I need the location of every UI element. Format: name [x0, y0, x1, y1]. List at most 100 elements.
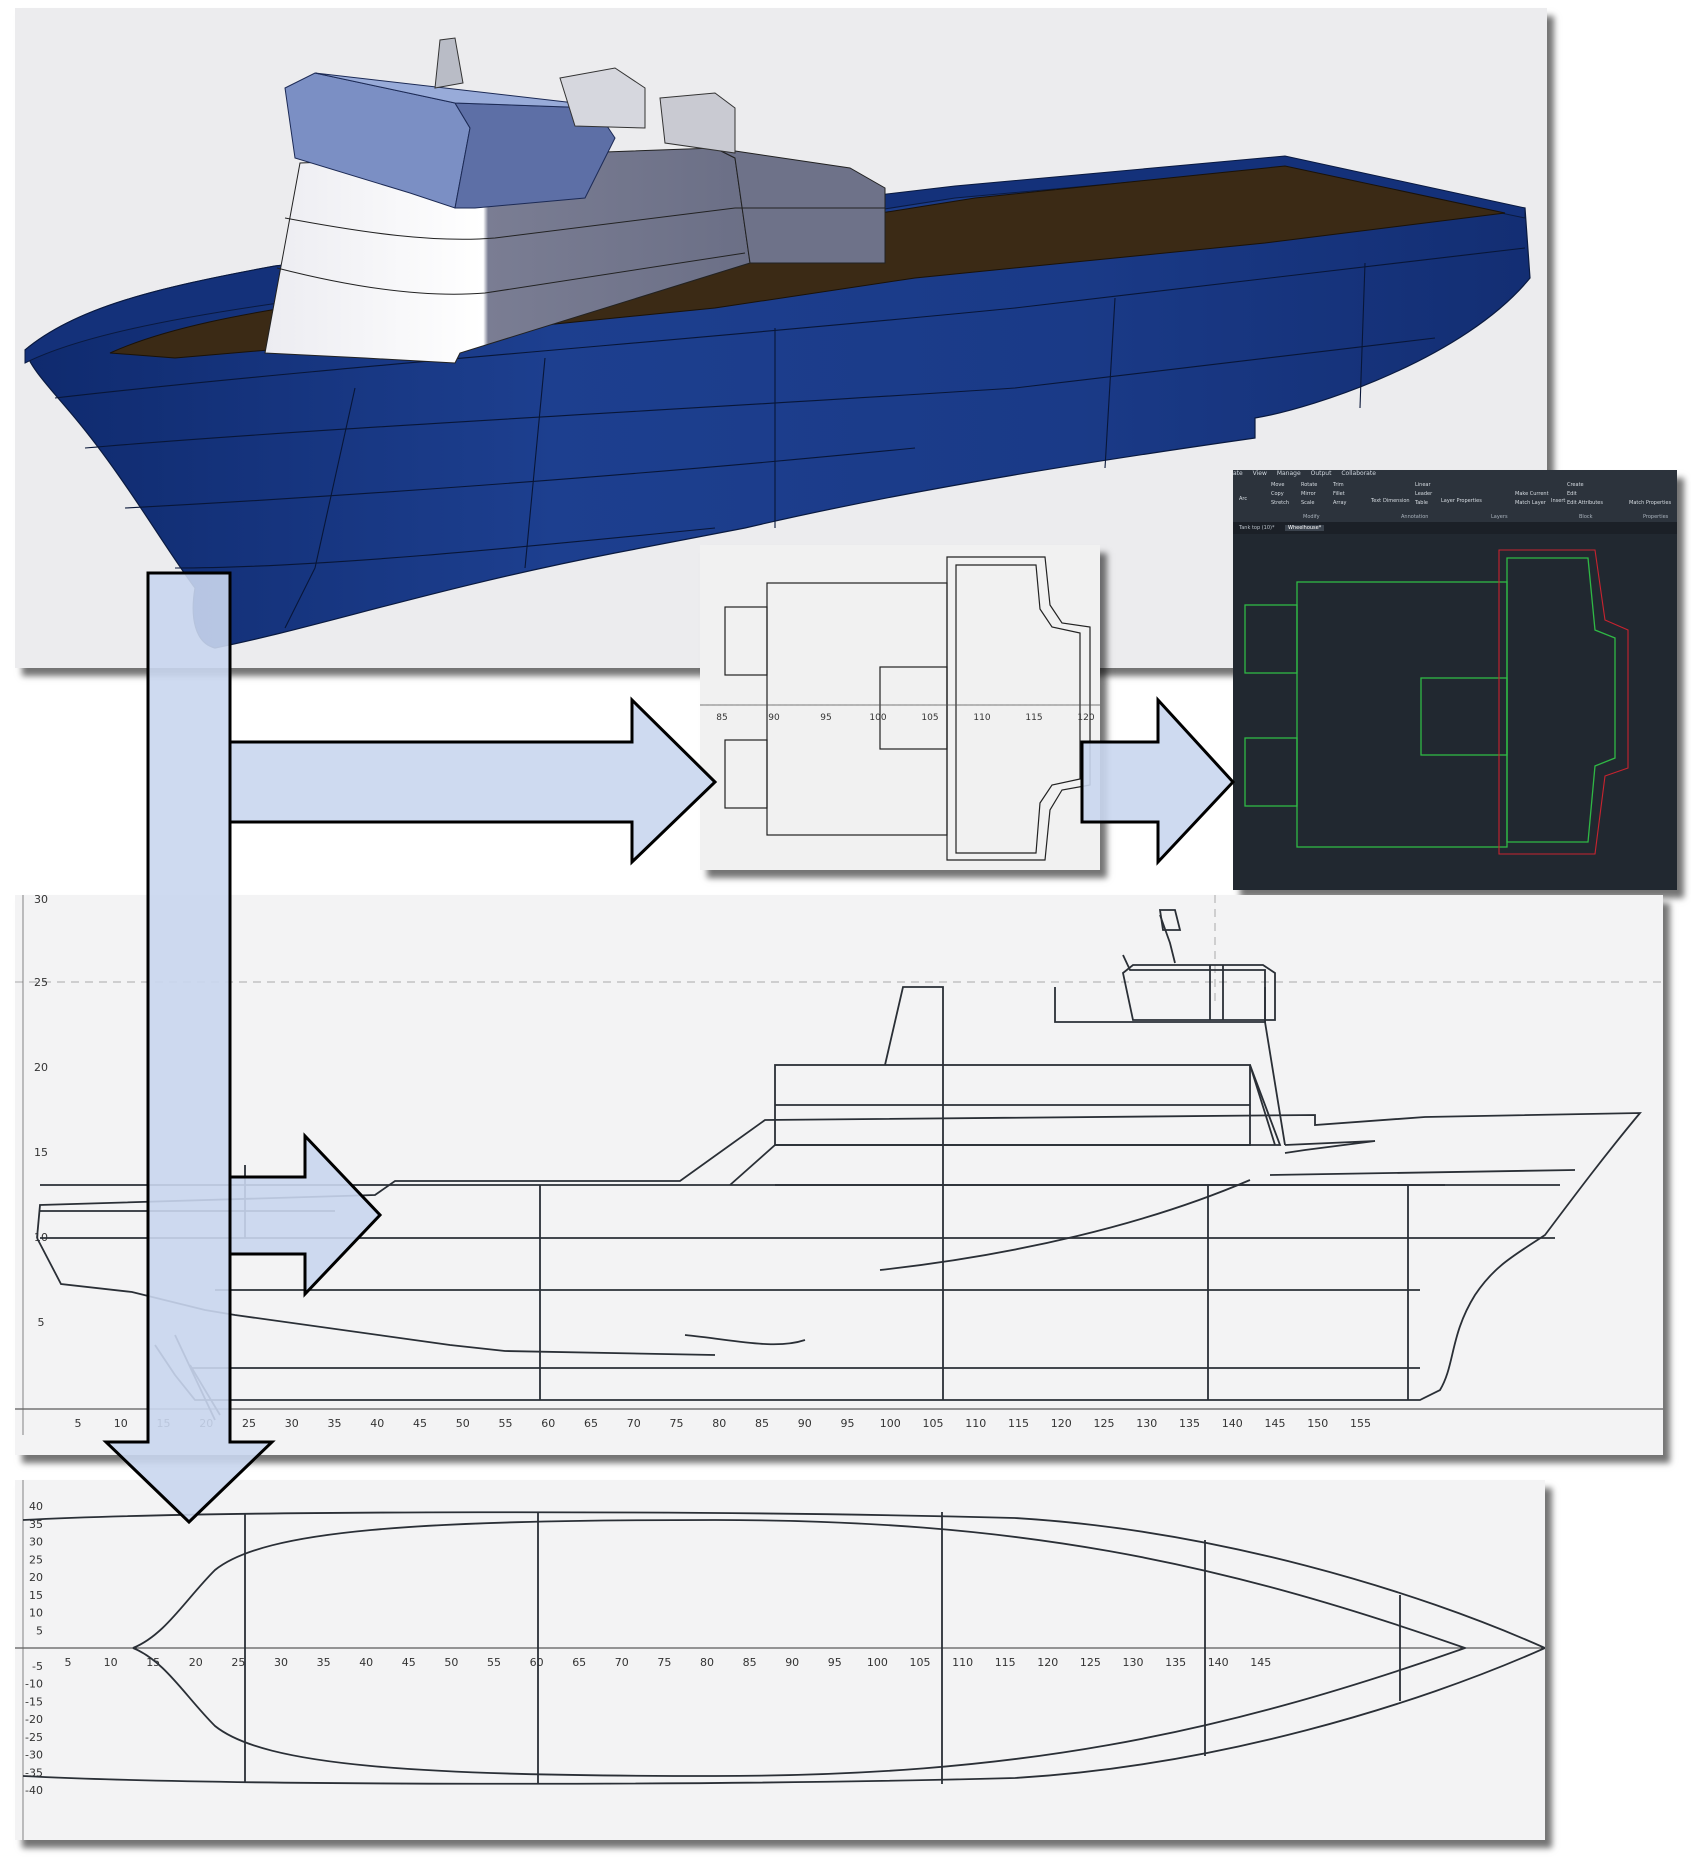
top-tick-label: 85: [716, 713, 727, 723]
array-button[interactable]: Array: [1333, 500, 1347, 506]
funnel-1: [559, 67, 646, 129]
funnel-2: [659, 92, 736, 154]
axis-tick-label: -25: [25, 1731, 43, 1744]
axis-tick-label: 10: [29, 1607, 43, 1620]
axis-tick-label: 95: [841, 1417, 855, 1430]
axis-tick-label: -10: [25, 1678, 43, 1691]
table-button[interactable]: Table: [1415, 500, 1428, 506]
side-y-tick: 25: [34, 976, 48, 989]
copy-button[interactable]: Copy: [1271, 491, 1284, 497]
mirror-button[interactable]: Mirror: [1301, 491, 1316, 497]
linear-button[interactable]: Linear: [1415, 482, 1431, 488]
side-y-tick: 5: [38, 1316, 45, 1329]
axis-tick-label: -15: [25, 1695, 43, 1708]
match-layer-button[interactable]: Match Layer: [1515, 500, 1546, 506]
axis-tick-label: -5: [32, 1660, 43, 1673]
axis-tick-label: 140: [1208, 1656, 1229, 1669]
ship-3d-model-panel: [15, 8, 1547, 668]
axis-tick-label: 60: [541, 1417, 555, 1430]
menu-item[interactable]: Collaborate: [1341, 470, 1376, 477]
cad-file-tabs: Tank top (10)* Wheelhouse*: [1233, 522, 1677, 534]
scale-button[interactable]: Scale: [1301, 500, 1315, 506]
menu-item[interactable]: Manage: [1276, 470, 1301, 477]
axis-tick-label: 130: [1136, 1417, 1157, 1430]
cad-menu-bar: ate View Manage Output Collaborate: [1233, 470, 1384, 480]
menu-item[interactable]: ate: [1233, 470, 1243, 477]
axis-tick-label: 10: [114, 1417, 128, 1430]
axis-tick-label: 105: [923, 1417, 944, 1430]
axis-tick-label: 30: [29, 1536, 43, 1549]
group-label: Properties: [1643, 514, 1669, 520]
file-tab-active[interactable]: Wheelhouse*: [1285, 525, 1325, 531]
axis-tick-label: 115: [1008, 1417, 1029, 1430]
side-y-axis: 30 25 20 15 10 5: [34, 895, 48, 1329]
menu-item[interactable]: Output: [1310, 470, 1332, 477]
axis-tick-label: 150: [1307, 1417, 1328, 1430]
side-y-tick: 15: [34, 1146, 48, 1159]
top-tick-label: 120: [1077, 713, 1094, 723]
group-label: Modify: [1303, 514, 1320, 520]
axis-tick-label: 5: [65, 1656, 72, 1669]
axis-tick-label: 15: [29, 1589, 43, 1602]
layer-properties-button[interactable]: Layer Properties: [1441, 498, 1482, 504]
edit-button[interactable]: Edit: [1567, 491, 1577, 497]
axis-tick-label: 155: [1350, 1417, 1371, 1430]
cad-ribbon: ate View Manage Output Collaborate Arc M…: [1233, 470, 1677, 522]
axis-tick-label: 30: [274, 1656, 288, 1669]
axis-tick-label: 100: [880, 1417, 901, 1430]
axis-tick-label: 85: [755, 1417, 769, 1430]
make-current-button[interactable]: Make Current: [1515, 491, 1549, 497]
top-tick-label: 95: [820, 713, 831, 723]
mast: [434, 37, 464, 89]
axis-tick-label: 100: [867, 1656, 888, 1669]
group-label: Block: [1579, 514, 1593, 520]
axis-tick-label: 80: [700, 1656, 714, 1669]
rotate-button[interactable]: Rotate: [1301, 482, 1318, 488]
wheelhouse-top-view: 85 90 95 100 105 110 115 120: [700, 556, 1100, 861]
create-button[interactable]: Create: [1567, 482, 1584, 488]
axis-tick-label: 120: [1051, 1417, 1072, 1430]
axis-tick-label: 5: [75, 1417, 82, 1430]
top-tick-label: 90: [768, 713, 780, 723]
trim-button[interactable]: Trim: [1333, 482, 1344, 488]
leader-button[interactable]: Leader: [1415, 491, 1433, 497]
axis-tick-label: 110: [965, 1417, 986, 1430]
insert-button[interactable]: Insert: [1551, 498, 1566, 504]
group-label: Annotation: [1401, 514, 1429, 520]
superstructure-seams: [276, 207, 885, 295]
axis-tick-label: 50: [444, 1656, 458, 1669]
axis-tick-label: -40: [25, 1784, 43, 1797]
axis-tick-label: 115: [995, 1656, 1016, 1669]
dimension-button[interactable]: Dimension: [1383, 498, 1410, 504]
axis-tick-label: 20: [29, 1571, 43, 1584]
fillet-button[interactable]: Fillet: [1333, 491, 1345, 497]
axis-tick-label: 25: [242, 1417, 256, 1430]
arc-button[interactable]: Arc: [1239, 496, 1248, 502]
axis-tick-label: 130: [1123, 1656, 1144, 1669]
axis-tick-label: 145: [1250, 1656, 1271, 1669]
axis-tick-label: 40: [29, 1500, 43, 1513]
side-y-tick: 30: [34, 895, 48, 906]
top-tick-label: 110: [973, 713, 990, 723]
move-button[interactable]: Move: [1271, 482, 1285, 488]
axis-tick-label: 60: [530, 1656, 544, 1669]
menu-item[interactable]: View: [1252, 470, 1267, 477]
axis-tick-label: 25: [29, 1553, 43, 1566]
hull-seams: [54, 247, 1526, 629]
axis-tick-label: 70: [615, 1656, 629, 1669]
axis-tick-label: 35: [328, 1417, 342, 1430]
top-tick-label: 115: [1025, 713, 1042, 723]
text-button[interactable]: Text: [1371, 498, 1382, 504]
axis-tick-label: 50: [456, 1417, 470, 1430]
axis-tick-label: 25: [231, 1656, 245, 1669]
file-tab[interactable]: Tank top (10)*: [1239, 525, 1275, 531]
stretch-button[interactable]: Stretch: [1271, 500, 1290, 506]
axis-tick-label: 35: [317, 1656, 331, 1669]
axis-tick-label: 20: [199, 1417, 213, 1430]
match-properties-button[interactable]: Match Properties: [1629, 500, 1672, 506]
edit-attributes-button[interactable]: Edit Attributes: [1567, 500, 1603, 506]
